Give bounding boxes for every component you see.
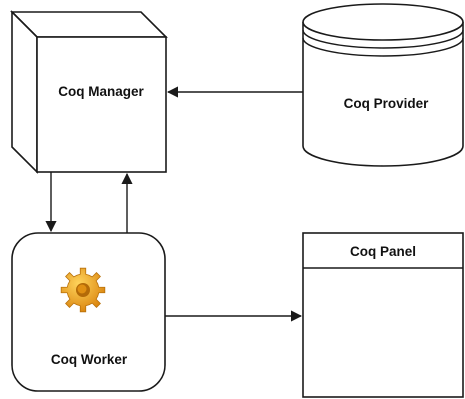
coq-panel-node: Coq Panel: [302, 232, 464, 398]
coq-provider-label: Coq Provider: [344, 96, 430, 111]
coq-manager-label: Coq Manager: [58, 84, 144, 99]
coq-provider-ring-2: [302, 37, 464, 57]
coq-panel-label: Coq Panel: [350, 244, 416, 259]
coq-manager-side-face: [11, 10, 38, 174]
coq-manager-node: Coq Manager: [10, 10, 168, 174]
gear-icon: [60, 267, 106, 313]
coq-provider-top: [302, 3, 464, 41]
coq-manager-front-face: [36, 36, 167, 173]
coq-worker-box: [11, 232, 166, 392]
coq-manager-top-face: [10, 11, 168, 38]
coq-worker-node: Coq Worker: [11, 232, 166, 392]
coq-provider-body: [302, 22, 464, 167]
coq-panel-box: [302, 232, 464, 398]
coq-provider-node: Coq Provider: [302, 3, 464, 167]
coq-provider-ring-1: [302, 29, 464, 49]
coq-worker-label: Coq Worker: [51, 352, 128, 367]
